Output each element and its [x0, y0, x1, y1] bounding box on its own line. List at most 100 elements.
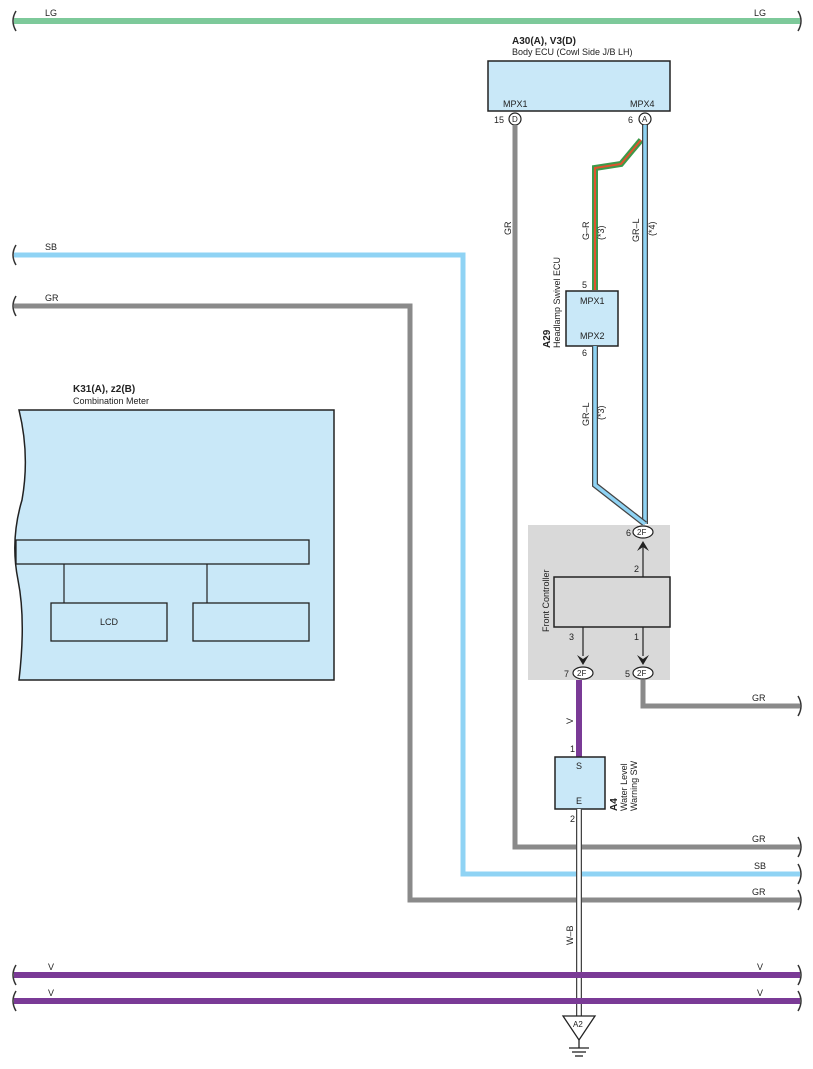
front-controller: 2F 6 2 Front Controller 3 1 2F 7 2F 5 [528, 525, 671, 680]
break-mark-icon [797, 836, 802, 858]
wire-label-v1-right: V [757, 962, 763, 972]
wire-gr-fc: GR [640, 680, 802, 717]
body-ecu-mpx1: MPX1 [503, 99, 528, 109]
break-mark-icon [12, 10, 17, 32]
ground-a2: A2 [561, 1015, 597, 1057]
arrow-up-icon [637, 541, 649, 551]
water-sw-box [554, 756, 606, 810]
water-sw-e: E [576, 796, 582, 806]
break-mark-icon [12, 295, 17, 317]
break-mark-icon [12, 990, 17, 1012]
water-sw-name-2: Warning SW [629, 760, 639, 811]
meter-bus-bar [15, 539, 310, 565]
wire-label-w-b: W–B [565, 925, 575, 945]
wire-label-v-sw: V [565, 718, 575, 724]
wire-label-v2-left: V [48, 988, 54, 998]
wire-label-v1-left: V [48, 962, 54, 972]
wire-gr-l-main: GR–L (*4) [631, 125, 657, 524]
wire-label-gr-l-swivel: GR–L [581, 402, 591, 426]
wire-label-v2-right: V [757, 988, 763, 998]
break-mark-icon [797, 10, 802, 32]
combination-meter: K31(A), z2(B) Combination Meter LCD [14, 384, 335, 681]
wire-gr-left: GR GR [12, 293, 802, 911]
swivel-ecu-code: A29 [542, 329, 553, 348]
headlamp-swivel-ecu: MPX1 MPX2 5 6 A29 Headlamp Swivel ECU [542, 257, 619, 358]
swivel-ecu-mpx2: MPX2 [580, 331, 605, 341]
swivel-ecu-pin6: 6 [582, 348, 587, 358]
meter-name: Combination Meter [73, 396, 149, 406]
meter-lcd-box [50, 602, 168, 642]
fc-pin-3: 3 [569, 632, 574, 642]
fc-pin-5: 5 [625, 669, 630, 679]
wire-label-gr-l-main: GR–L [631, 218, 641, 242]
wire-sb: SB SB [12, 242, 802, 885]
body-ecu-conn-d: D [512, 115, 518, 124]
meter-code: K31(A), z2(B) [73, 384, 135, 395]
meter-lcd-label: LCD [100, 617, 119, 627]
ground-label: A2 [573, 1020, 583, 1029]
swivel-ecu-mpx1: MPX1 [580, 296, 605, 306]
swivel-ecu-box [565, 290, 619, 347]
break-mark-icon [797, 695, 802, 717]
swivel-ecu-name: Headlamp Swivel ECU [552, 257, 562, 348]
note-gr-l-swivel: (*3) [596, 405, 606, 420]
water-sw-pin2: 2 [570, 814, 575, 824]
wire-w-b: W–B [565, 809, 582, 1016]
water-sw-name-1: Water Level [619, 763, 629, 811]
water-level-sw: 1 S E 2 A4 Water Level Warning SW [554, 744, 639, 824]
front-controller-name: Front Controller [541, 569, 551, 632]
wire-gr-mpx1: GR GR [503, 125, 802, 858]
connector-2f-top-icon [632, 525, 654, 539]
front-controller-box [553, 576, 671, 628]
body-ecu-mpx4: MPX4 [630, 99, 655, 109]
wire-label-gr-left: GR [45, 293, 59, 303]
water-sw-code: A4 [609, 798, 620, 811]
wire-label-gr-vertical: GR [503, 221, 513, 235]
connector-2f-left-icon [572, 666, 594, 680]
break-mark-icon [797, 889, 802, 911]
wire-label-lg-left: LG [45, 8, 57, 18]
wire-label-sb-right: SB [754, 861, 766, 871]
note-gr-l-main: (*4) [647, 221, 657, 236]
swivel-ecu-pin5: 5 [582, 280, 587, 290]
body-ecu-code: A30(A), V3(D) [512, 36, 576, 47]
wire-gr-l-swivel: GR–L (*3) [581, 346, 647, 527]
fc-pin-7: 7 [564, 669, 569, 679]
fc-pin-top: 6 [626, 528, 631, 538]
water-sw-pin1: 1 [570, 744, 575, 754]
fc-conn-right: 2F [637, 669, 646, 678]
fc-conn-top: 2F [637, 528, 646, 537]
body-ecu-pin6: 6 [628, 115, 633, 125]
wire-label-sb-left: SB [45, 242, 57, 252]
body-ecu-box [487, 60, 671, 112]
wire-g-r: G–R (*3) [581, 138, 644, 290]
ground-triangle-icon [561, 1015, 597, 1042]
meter-module-box [192, 602, 310, 642]
break-mark-icon [797, 964, 802, 986]
break-mark-icon [797, 990, 802, 1012]
break-mark-icon [12, 244, 17, 266]
body-ecu-conn-a: A [642, 115, 648, 124]
wire-label-g-r: G–R [581, 221, 591, 240]
body-ecu-name: Body ECU (Cowl Side J/B LH) [512, 47, 633, 57]
note-g-r: (*3) [596, 225, 606, 240]
wire-label-gr-bottom1: GR [752, 834, 766, 844]
arrow-down-icon [577, 655, 589, 665]
wire-lg-top: LG LG [12, 8, 802, 32]
wire-label-gr-bottom2: GR [752, 887, 766, 897]
body-ecu-pin15: 15 [494, 115, 504, 125]
body-ecu: A30(A), V3(D) Body ECU (Cowl Side J/B LH… [487, 36, 671, 126]
water-sw-s: S [576, 761, 582, 771]
break-mark-icon [797, 863, 802, 885]
fc-conn-left: 2F [577, 669, 586, 678]
connector-2f-right-icon [632, 666, 654, 680]
wire-label-gr-fc: GR [752, 693, 766, 703]
wire-v-sw: V [565, 680, 582, 757]
arrow-down-icon [637, 655, 649, 665]
break-mark-icon [12, 964, 17, 986]
wire-v-bottom: V V V V [12, 962, 802, 1012]
wire-label-lg-right: LG [754, 8, 766, 18]
fc-pin-1: 1 [634, 632, 639, 642]
fc-pin-2: 2 [634, 564, 639, 574]
